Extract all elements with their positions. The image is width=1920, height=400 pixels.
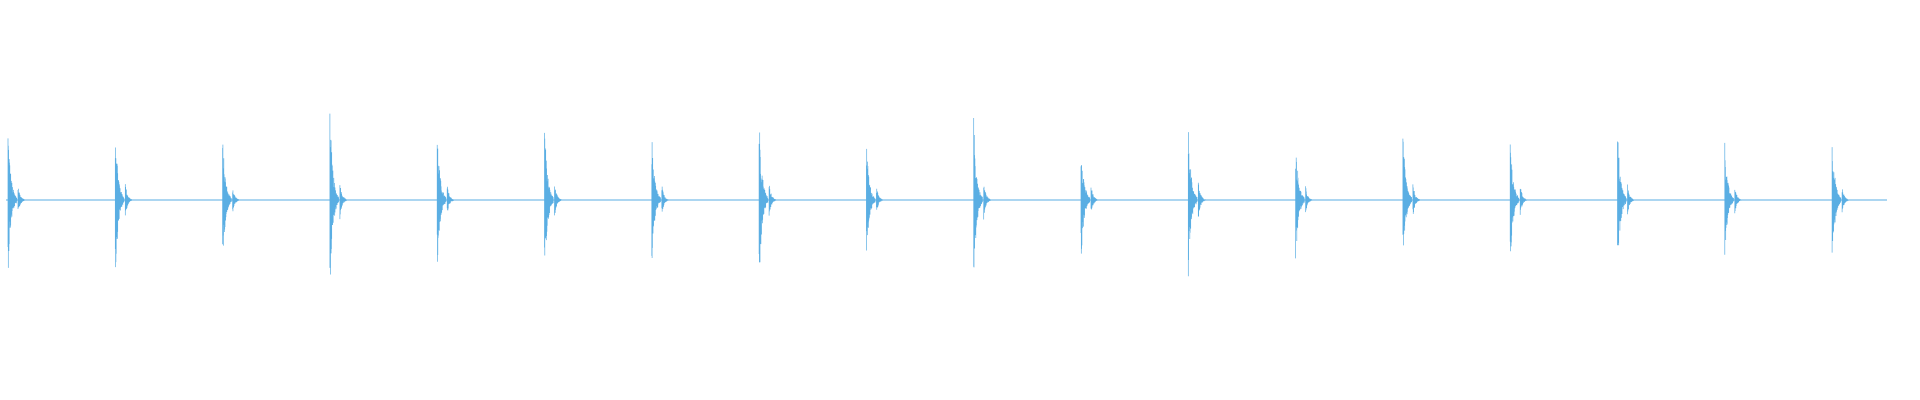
waveform-event [222, 144, 241, 246]
waveform-event [7, 138, 26, 268]
waveform-burst [436, 144, 455, 262]
waveform-event [973, 117, 992, 268]
waveform-burst [114, 147, 133, 268]
waveform-burst [222, 144, 241, 246]
waveform-event [866, 148, 885, 251]
waveform-burst [1295, 157, 1314, 259]
waveform-burst [1402, 138, 1421, 246]
waveform-burst [651, 142, 670, 259]
waveform-burst [1187, 132, 1206, 277]
waveform-event [544, 132, 563, 256]
waveform-event [436, 144, 455, 262]
waveform-burst [973, 117, 992, 268]
waveform-burst [329, 113, 348, 275]
waveform-event [1080, 165, 1099, 254]
waveform-event [1831, 147, 1850, 253]
waveform-event [114, 147, 133, 268]
waveform-event [1617, 141, 1636, 246]
waveform-burst [1080, 165, 1099, 254]
waveform-burst [758, 132, 777, 263]
waveform-burst [7, 138, 26, 268]
waveform-event [1402, 138, 1421, 246]
waveform-event [1509, 144, 1528, 252]
waveform-burst [1831, 147, 1850, 253]
waveform-burst [544, 132, 563, 256]
waveform-event [758, 132, 777, 263]
waveform-event [1295, 157, 1314, 259]
waveform-burst [1724, 142, 1743, 255]
waveform-event [651, 142, 670, 259]
waveform-event [1724, 142, 1743, 255]
waveform-layer [6, 113, 1887, 277]
waveform-event [329, 113, 348, 275]
waveform-event [1187, 132, 1206, 277]
waveform-burst [1617, 141, 1636, 246]
waveform-burst [1509, 144, 1528, 252]
waveform-burst [866, 148, 885, 251]
